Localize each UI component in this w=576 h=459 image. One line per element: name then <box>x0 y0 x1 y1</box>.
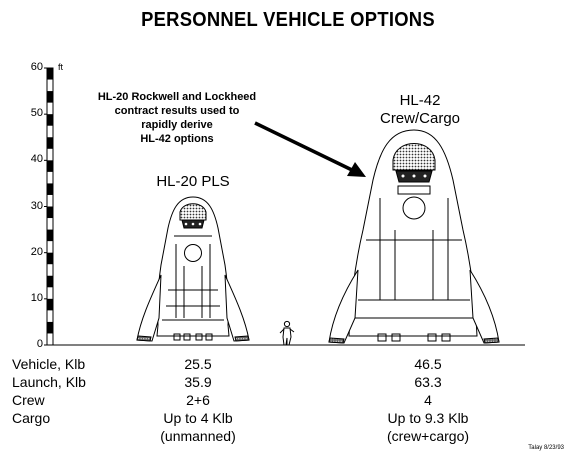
annotation-text: HL-20 Rockwell and Lockheed contract res… <box>62 90 292 146</box>
scale-segment <box>47 91 53 103</box>
scale-unit-label: ft <box>58 62 64 72</box>
scale-segment <box>47 68 53 80</box>
scale-segment <box>47 114 53 126</box>
row-label-cargo: Cargo <box>12 410 51 426</box>
scale-tick-label: 0 <box>36 338 43 350</box>
hl42-crew: 4 <box>424 392 432 408</box>
hl20-launch-weight: 35.9 <box>184 374 212 390</box>
scale-tick-label: 50 <box>30 107 43 120</box>
hl42-launch-weight: 63.3 <box>414 374 442 390</box>
hl20-vehicle-drawing <box>136 196 250 342</box>
hl42-vehicle-label: HL-42 Crew/Cargo <box>355 92 485 128</box>
scale-segment <box>47 252 53 265</box>
scale-segment <box>47 298 53 311</box>
hl42-vehicle-drawing <box>328 129 500 344</box>
hl42-vehicle-weight: 46.5 <box>414 356 442 372</box>
hl20-crew: 2+6 <box>186 392 210 408</box>
scale-segment <box>47 229 53 242</box>
annotation-arrow <box>254 121 366 177</box>
human-figure <box>279 320 295 346</box>
author-credit: Talay 8/23/93 <box>528 445 564 451</box>
hl42-name: HL-42 <box>399 92 441 109</box>
scale-segment <box>47 275 53 288</box>
scale-tick-label: 20 <box>30 245 43 258</box>
scale-segment <box>47 321 53 334</box>
annotation-line: HL-42 options <box>140 133 214 145</box>
hl20-vehicle-label: HL-20 PLS <box>156 173 230 190</box>
scale-tick-label: 60 <box>30 61 43 73</box>
height-scale-bar <box>44 67 54 346</box>
scale-segment <box>47 137 53 149</box>
hl20-vehicle-weight: 25.5 <box>184 356 212 372</box>
hl42-cargo: Up to 9.3 Klb <box>387 410 469 426</box>
hl20-cargo: Up to 4 Klb <box>163 410 233 426</box>
annotation-line: HL-20 Rockwell and Lockheed <box>97 91 257 103</box>
scale-tick-label: 40 <box>30 153 43 166</box>
row-label-vehicle-weight: Vehicle, Klb <box>12 356 86 372</box>
row-label-launch-weight: Launch, Klb <box>12 374 86 390</box>
scale-segment <box>47 183 53 195</box>
hl42-role: Crew/Cargo <box>379 110 461 127</box>
scale-tick-label: 10 <box>30 291 43 304</box>
row-label-crew: Crew <box>12 392 45 408</box>
page-title: PERSONNEL VEHICLE OPTIONS <box>141 9 435 31</box>
scale-segment <box>47 160 53 172</box>
scale-tick-label: 30 <box>30 199 43 212</box>
hl42-cargo-note: (crew+cargo) <box>386 428 470 444</box>
annotation-line: rapidly derive <box>141 119 213 131</box>
annotation-line: contract results used to <box>114 105 240 117</box>
scale-segment <box>47 206 53 219</box>
hl20-cargo-note: (unmanned) <box>160 428 236 444</box>
